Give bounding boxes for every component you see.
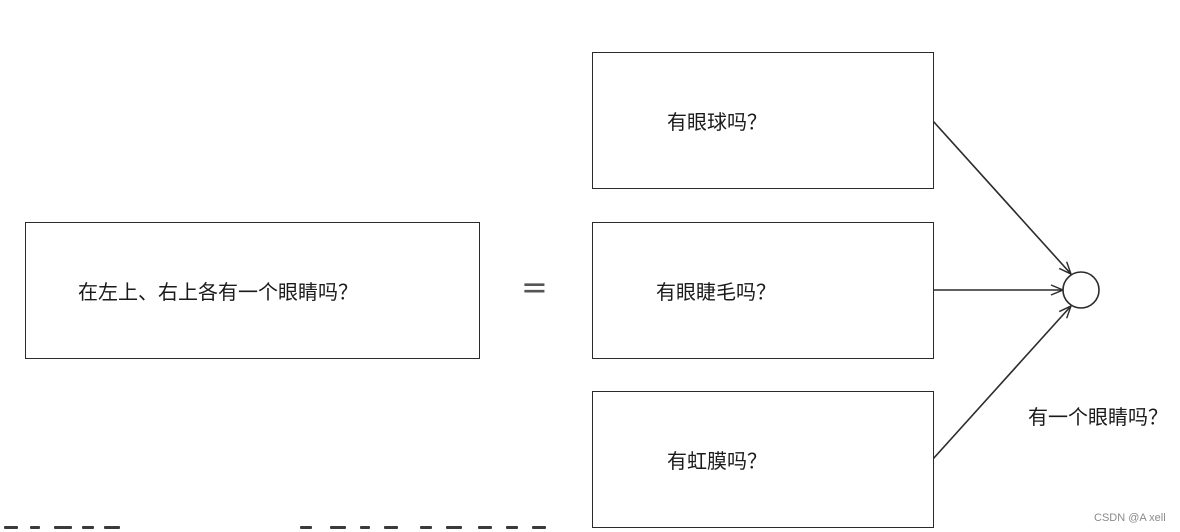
output-label: 有一个眼睛吗？ xyxy=(1028,405,1168,429)
cropped-text-fragment xyxy=(0,524,560,532)
connector-arrow-eyeball xyxy=(932,120,1071,274)
sub-question-text-eyelash: 有眼睫毛吗？ xyxy=(656,280,776,304)
sub-question-text-eyeball: 有眼球吗？ xyxy=(667,110,767,134)
sub-question-text-iris: 有虹膜吗？ xyxy=(667,449,767,473)
sub-question-box-eyelash: 有眼睫毛吗？ xyxy=(592,222,934,359)
sub-question-box-eyeball: 有眼球吗？ xyxy=(592,52,934,189)
connector-arrow-iris xyxy=(932,306,1071,460)
output-node-circle xyxy=(1062,271,1100,309)
equals-sign: = xyxy=(521,268,548,306)
watermark-text: CSDN @A xell xyxy=(1094,512,1166,524)
main-question-text: 在左上、右上各有一个眼睛吗？ xyxy=(78,280,358,304)
sub-question-box-iris: 有虹膜吗？ xyxy=(592,391,934,528)
main-question-box: 在左上、右上各有一个眼睛吗？ xyxy=(25,222,480,359)
